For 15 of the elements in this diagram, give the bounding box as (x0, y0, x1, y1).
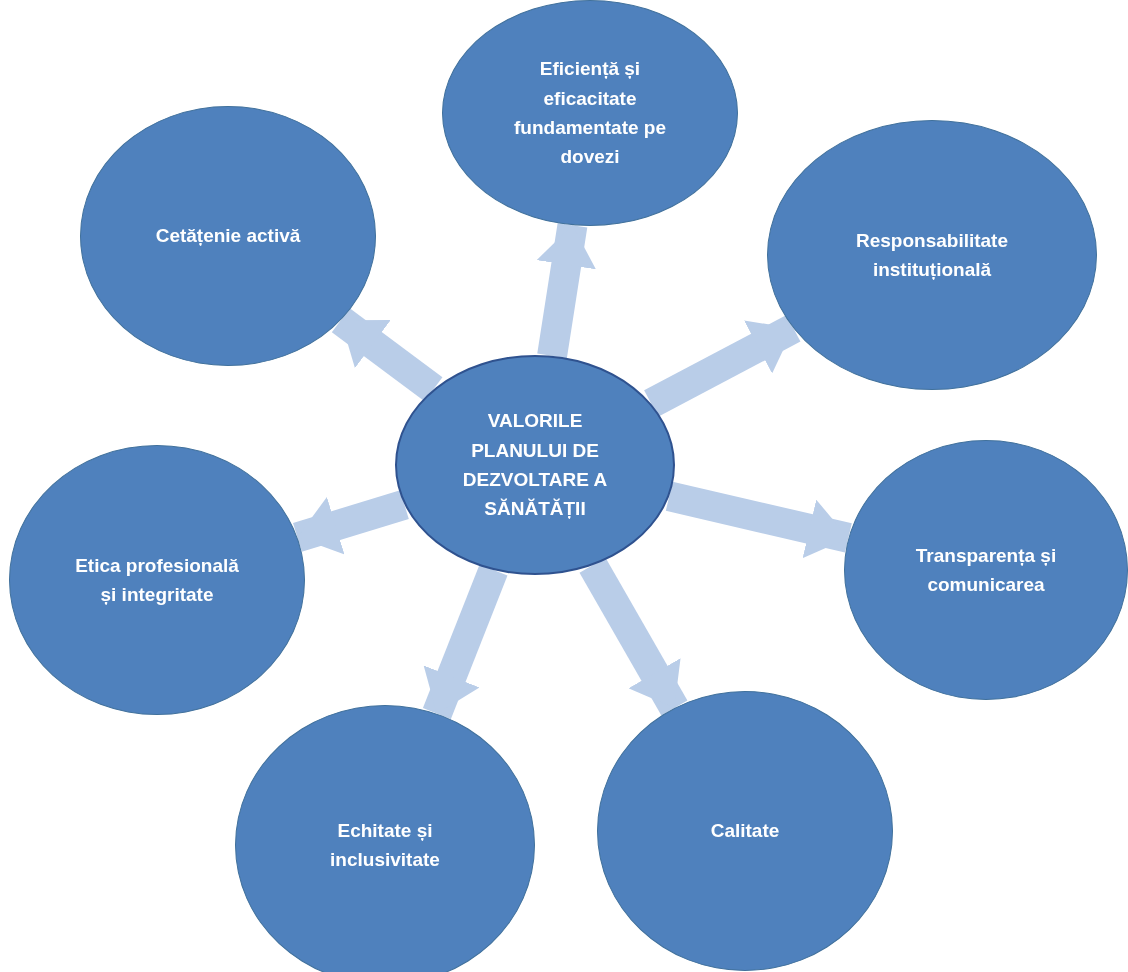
block-arrow (536, 222, 596, 359)
value-label: Eficiență și eficacitate fundamentate pe dovezi (513, 57, 667, 170)
block-arrow (665, 481, 852, 559)
value-label: Responsabilitate instituțională (854, 228, 1009, 282)
value-label: Transparența și comunicarea (914, 543, 1058, 597)
value-label: Calitate (710, 819, 780, 844)
block-arrow (644, 315, 801, 417)
block-arrow (293, 490, 409, 555)
value-label: Cetățenie activă (155, 224, 301, 249)
block-arrow (331, 308, 443, 402)
block-arrow (422, 564, 508, 720)
block-arrow (579, 557, 688, 716)
value-label: VALORILE PLANULUI DE DEZVOLTARE A SĂNĂTĂȚII (461, 409, 609, 522)
value-label: Etica profesională și integritate (74, 553, 240, 607)
value-label: Echitate și inclusivitate (329, 818, 441, 872)
